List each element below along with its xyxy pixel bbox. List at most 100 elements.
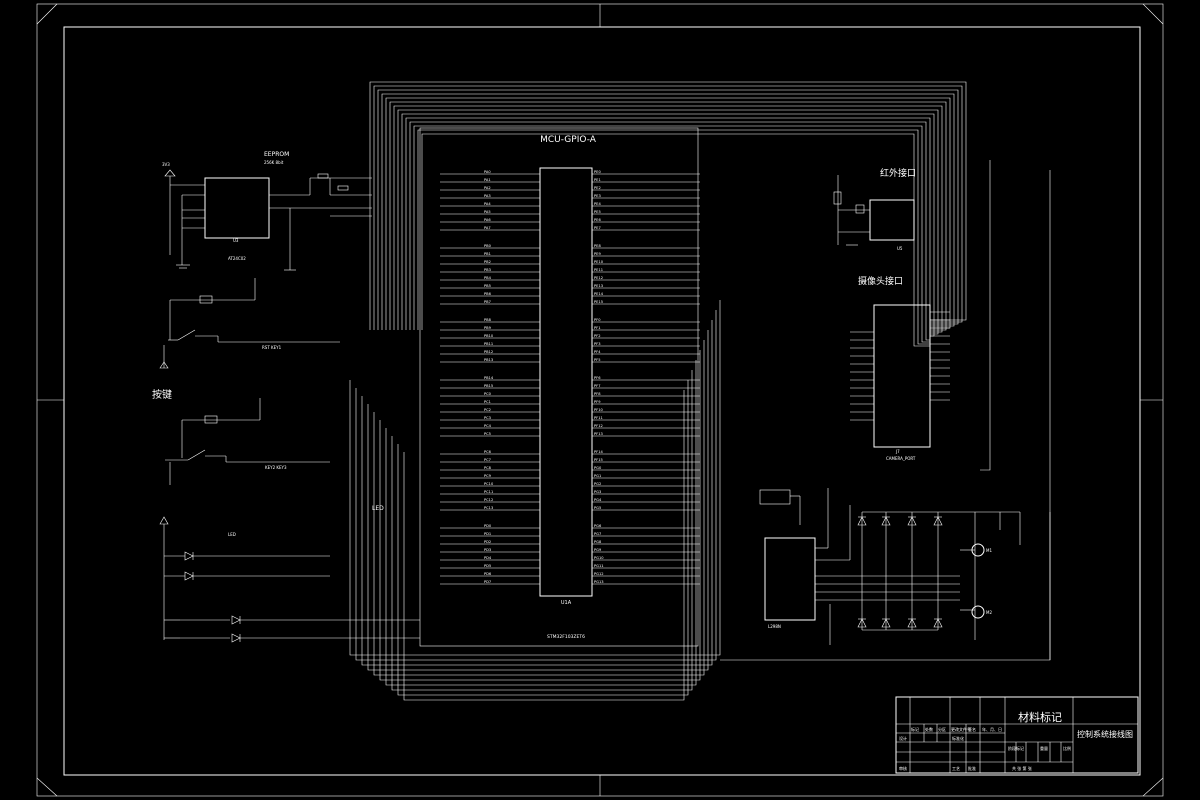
mcu-chip-body bbox=[539, 167, 593, 597]
eeprom-vcc: 3V3 bbox=[162, 162, 170, 167]
mcu-right-pin-label: PG9 bbox=[594, 548, 602, 552]
led-title: LED bbox=[372, 505, 384, 512]
bus-wire bbox=[355, 310, 717, 661]
mcu-left-pin-label: PB3 bbox=[484, 268, 491, 272]
mcu-title: MCU-GPIO-A bbox=[540, 135, 597, 145]
mcu-right-pin-label: PF13 bbox=[594, 432, 603, 436]
mcu-left-pin-label: PB2 bbox=[484, 260, 491, 264]
drawing-name: 控制系统接线图 bbox=[1077, 729, 1133, 739]
motor-m2-label: M2 bbox=[986, 610, 992, 615]
ir-title: 红外接口 bbox=[880, 167, 916, 179]
bus-wire bbox=[403, 390, 685, 701]
mcu-left-pin-label: PC13 bbox=[484, 506, 493, 510]
mcu-left-pin-label: PB11 bbox=[484, 342, 493, 346]
mcu-right-pin-label: PF0 bbox=[594, 318, 601, 322]
tb-review: 审核 bbox=[899, 765, 907, 771]
mcu-right-pin-label: PF6 bbox=[594, 376, 601, 380]
bus-wire bbox=[401, 113, 935, 337]
mcu-left-pin-label: PC10 bbox=[484, 482, 494, 486]
mcu-right-pin-label: PE5 bbox=[594, 210, 601, 214]
mcu-left-pin-label: PB1 bbox=[484, 252, 491, 256]
mcu-right-pin-label: PF5 bbox=[594, 358, 601, 362]
mcu-right-pin-label: PF9 bbox=[594, 400, 601, 404]
motor-driver-wiring bbox=[759, 488, 1051, 660]
bus-wire bbox=[361, 320, 713, 666]
mcu-right-pin-label: PG11 bbox=[594, 564, 604, 568]
mcu-right-pin-label: PF2 bbox=[594, 334, 601, 338]
bus-wire bbox=[421, 133, 930, 347]
mcu-left-pin-label: PC5 bbox=[484, 432, 491, 436]
mcu-right-pin-label: PF10 bbox=[594, 408, 604, 412]
mcu-ref: U1A bbox=[561, 600, 572, 606]
tb-process: 工艺 bbox=[952, 766, 960, 771]
mcu-left-pin-label: PA2 bbox=[484, 186, 491, 190]
mcu-right-pin-label: PE7 bbox=[594, 226, 601, 230]
bus-wire bbox=[409, 121, 930, 341]
mcu-left-pin-label: PB14 bbox=[484, 376, 494, 380]
mcu-left-pin-label: PD7 bbox=[484, 580, 491, 584]
bus-wire bbox=[720, 170, 1051, 661]
mcu-left-pin-label: PC4 bbox=[484, 424, 492, 428]
tb-design: 设计 bbox=[899, 735, 907, 741]
eeprom-title: EEPROM bbox=[264, 151, 289, 158]
bus-wire bbox=[381, 93, 955, 330]
mcu-right-pin-label: PG4 bbox=[594, 498, 602, 502]
mcu-right-pin-label: PE15 bbox=[594, 300, 603, 304]
mcu-left-pin-label: PC8 bbox=[484, 466, 492, 470]
mcu-right-pin-label: PF3 bbox=[594, 342, 601, 346]
bus-wire bbox=[413, 125, 930, 343]
mcu-left-pin-label: PD6 bbox=[484, 572, 492, 576]
material-mark: 材料标记 bbox=[1018, 710, 1062, 724]
mcu-right-pin-label: PG3 bbox=[594, 490, 601, 494]
keys-title: 按键 bbox=[152, 388, 172, 401]
mcu-left-pin-label: PB4 bbox=[484, 276, 492, 280]
mcu-right-pin-label: PG2 bbox=[594, 482, 601, 486]
bus-wire bbox=[980, 160, 991, 471]
title-block: 材料标记 控制系统接线图 标记 处数 分区 更改文件号 签名 年、月、日 设计 … bbox=[895, 696, 1139, 774]
ir-wiring bbox=[833, 175, 870, 246]
camera-pins bbox=[850, 311, 950, 421]
bus-wires bbox=[349, 81, 1051, 701]
mcu-right-pin-label: PG1 bbox=[594, 474, 601, 478]
mcu-left-pin-label: PC2 bbox=[484, 408, 491, 412]
tb-col-mark: 标记 bbox=[911, 726, 919, 732]
tb-sheet: 共 张 第 张 bbox=[1012, 765, 1032, 771]
motor-driver-ref: L298N bbox=[768, 624, 781, 629]
bus-wire bbox=[397, 380, 689, 696]
bus-wire bbox=[379, 350, 701, 681]
camera-title: 摄像头接口 bbox=[858, 275, 903, 287]
mcu-right-pin-label: PG8 bbox=[594, 540, 602, 544]
mcu-right-pin-label: PG13 bbox=[594, 580, 604, 584]
inner-border bbox=[63, 26, 1141, 776]
mcu-left-pin-label: PC3 bbox=[484, 416, 491, 420]
mcu-left-pin-label: PD1 bbox=[484, 532, 491, 536]
camera-part: CAMERA_PORT bbox=[886, 456, 916, 461]
mcu-right-pin-label: PE9 bbox=[594, 252, 601, 256]
camera-connector bbox=[873, 304, 931, 448]
motor-m1-label: M1 bbox=[986, 548, 992, 553]
mcu-right-pin-label: PE11 bbox=[594, 268, 603, 272]
mcu-right-pin-label: PE1 bbox=[594, 178, 601, 182]
tb-stage: 阶段标记 bbox=[1008, 745, 1024, 751]
motor-m2: M2 bbox=[971, 605, 992, 619]
mcu-left-pin-label: PC9 bbox=[484, 474, 492, 478]
mcu-right-pin-label: PE10 bbox=[594, 260, 604, 264]
mcu-right-pin-label: PG7 bbox=[594, 532, 601, 536]
eeprom-block: EEPROM 256K 8bit U3 AT24C02 3V3 bbox=[162, 151, 372, 271]
bus-wire bbox=[349, 300, 721, 656]
mcu-left-pin-label: PB13 bbox=[484, 358, 493, 362]
mcu-left-pin-label: PB12 bbox=[484, 350, 493, 354]
ir-ref: U5 bbox=[897, 246, 903, 251]
mcu-right-pins: PE0PE1PE2PE3PE4PE5PE6PE7PE8PE9PE10PE11PE… bbox=[592, 170, 700, 585]
motor-driver-chip bbox=[764, 537, 816, 621]
mcu-left-pin-label: PC6 bbox=[484, 450, 492, 454]
mcu-right-pin-label: PF14 bbox=[594, 450, 604, 454]
mcu-left-pin-label: PB8 bbox=[484, 318, 492, 322]
bus-wire bbox=[367, 330, 709, 671]
mcu-right-pin-label: PE0 bbox=[594, 170, 601, 174]
bus-wire bbox=[393, 105, 943, 333]
mcu-right-pin-label: PE2 bbox=[594, 186, 601, 190]
mcu-outer-frame bbox=[419, 127, 699, 647]
mcu-left-pin-label: PD3 bbox=[484, 548, 491, 552]
mcu-left-pin-label: PA4 bbox=[484, 202, 491, 206]
